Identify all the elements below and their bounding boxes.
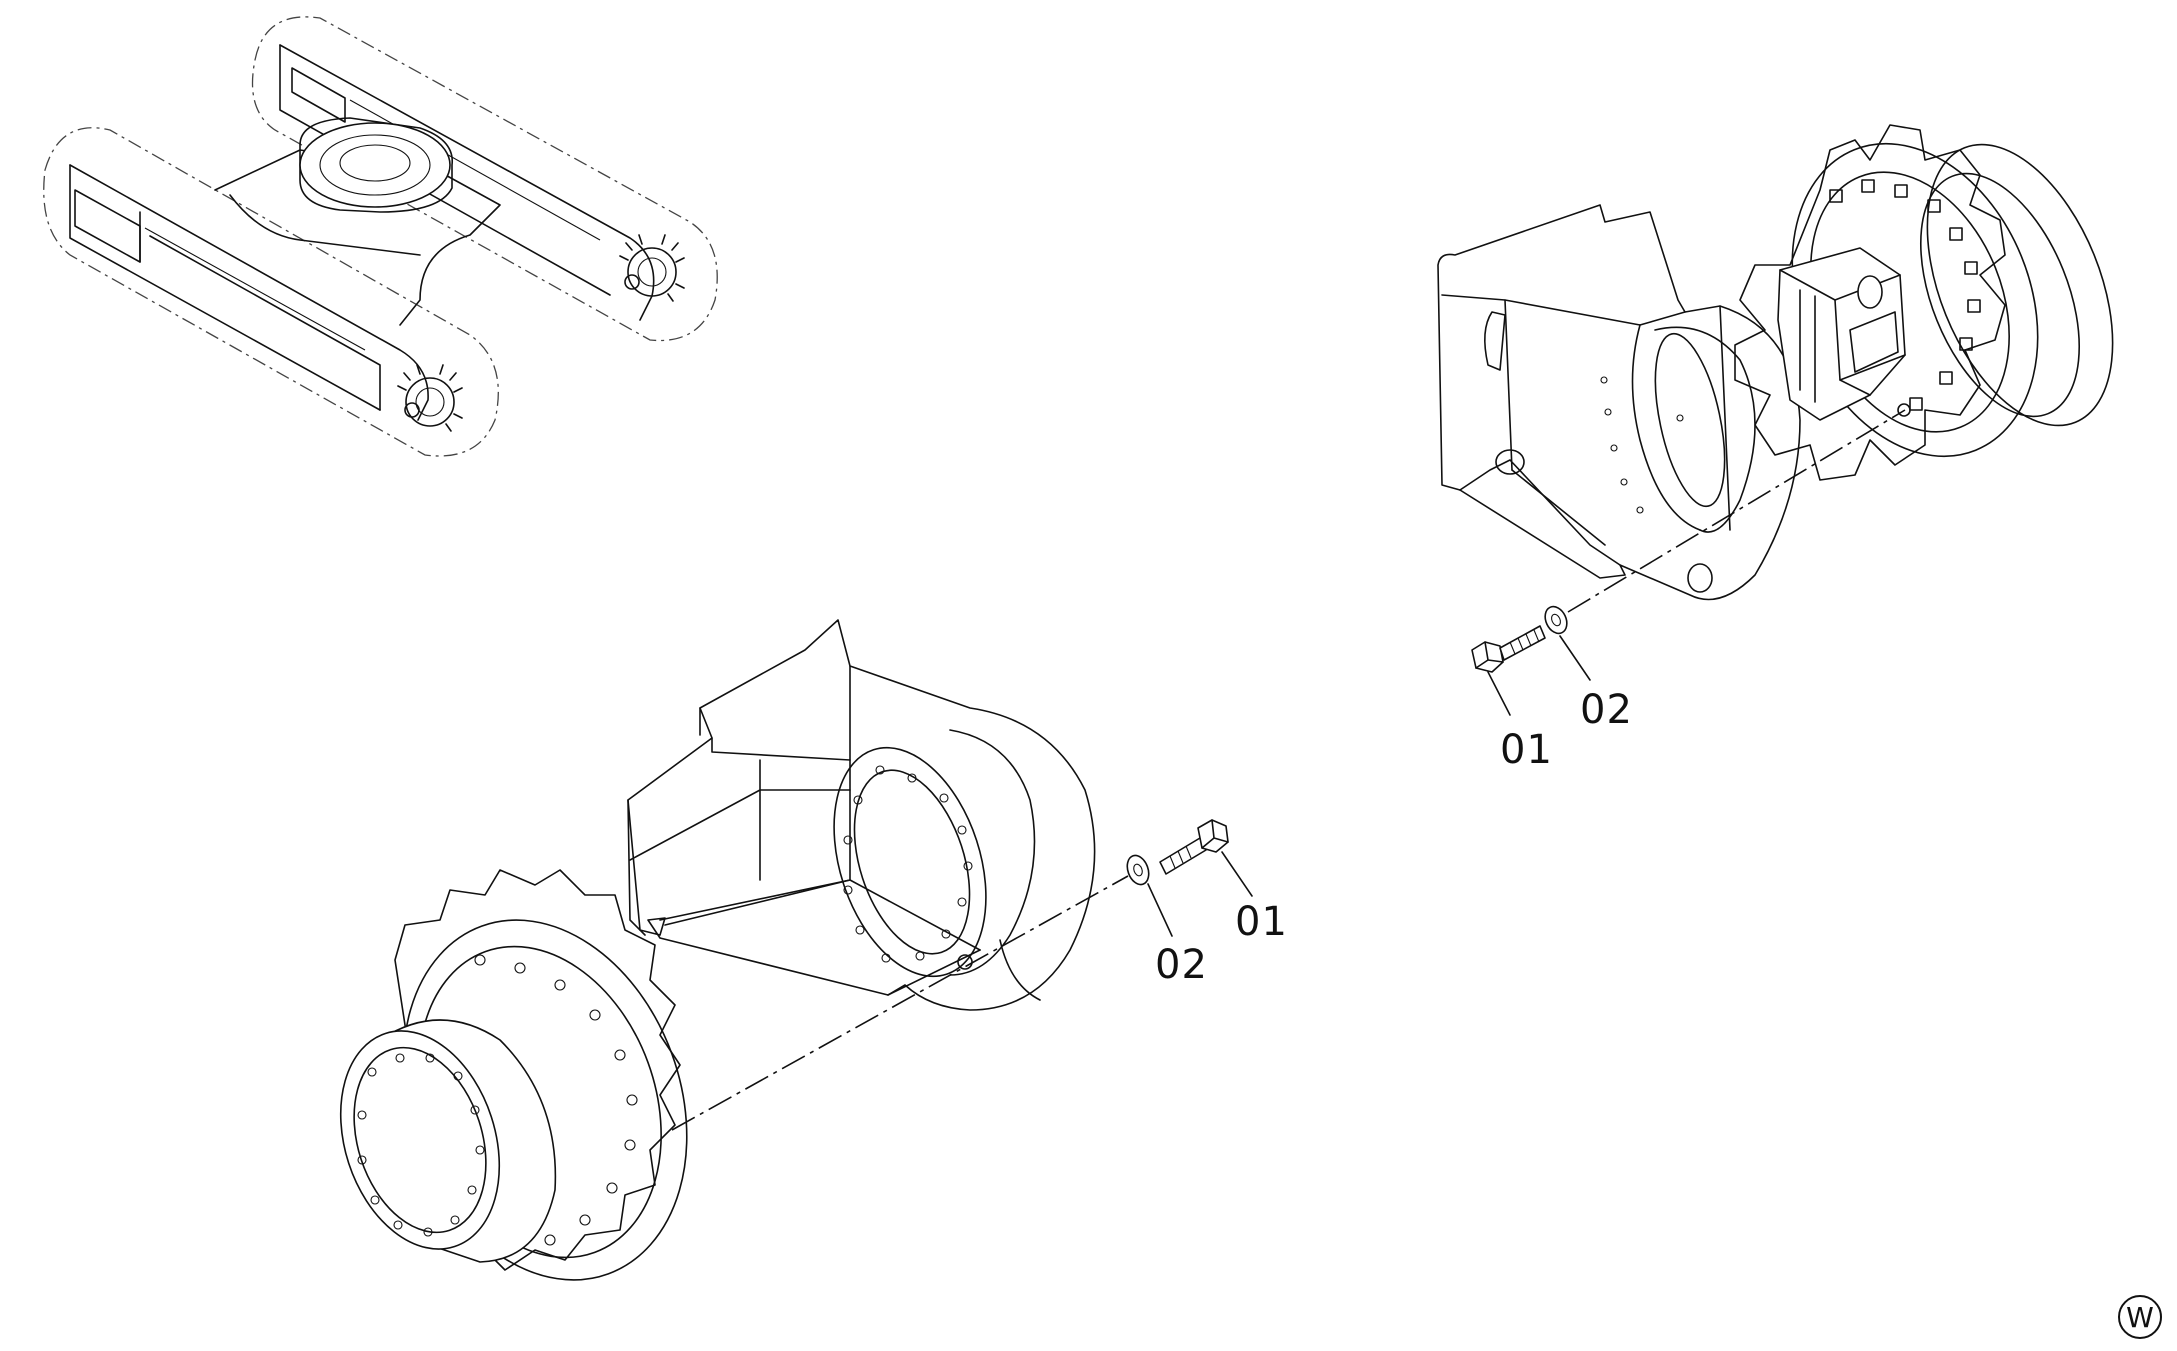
right-travel-motor — [1734, 124, 2114, 481]
right-bolt-axis — [1567, 409, 1906, 613]
undercarriage-frame-overview — [43, 16, 718, 457]
callout-right-bolt: 01 — [1500, 727, 1553, 773]
right-bolt — [1471, 625, 1546, 673]
left-washer — [1126, 854, 1150, 886]
callout-right-washer: 02 — [1580, 687, 1633, 733]
frame-sprocket-rear — [619, 234, 685, 302]
corner-mark-badge: W — [2118, 1295, 2162, 1339]
left-bolt — [1159, 819, 1229, 875]
callout-left-washer: 02 — [1155, 942, 1208, 988]
left-travel-motor — [339, 869, 688, 1281]
right-motor-bracket — [1437, 204, 1801, 601]
right-washer — [1544, 605, 1568, 635]
left-motor-bracket — [627, 619, 1096, 1011]
callout-left-bolt: 01 — [1235, 899, 1288, 945]
frame-sprocket-front — [397, 364, 463, 432]
left-bolt-axis — [671, 875, 1129, 1131]
